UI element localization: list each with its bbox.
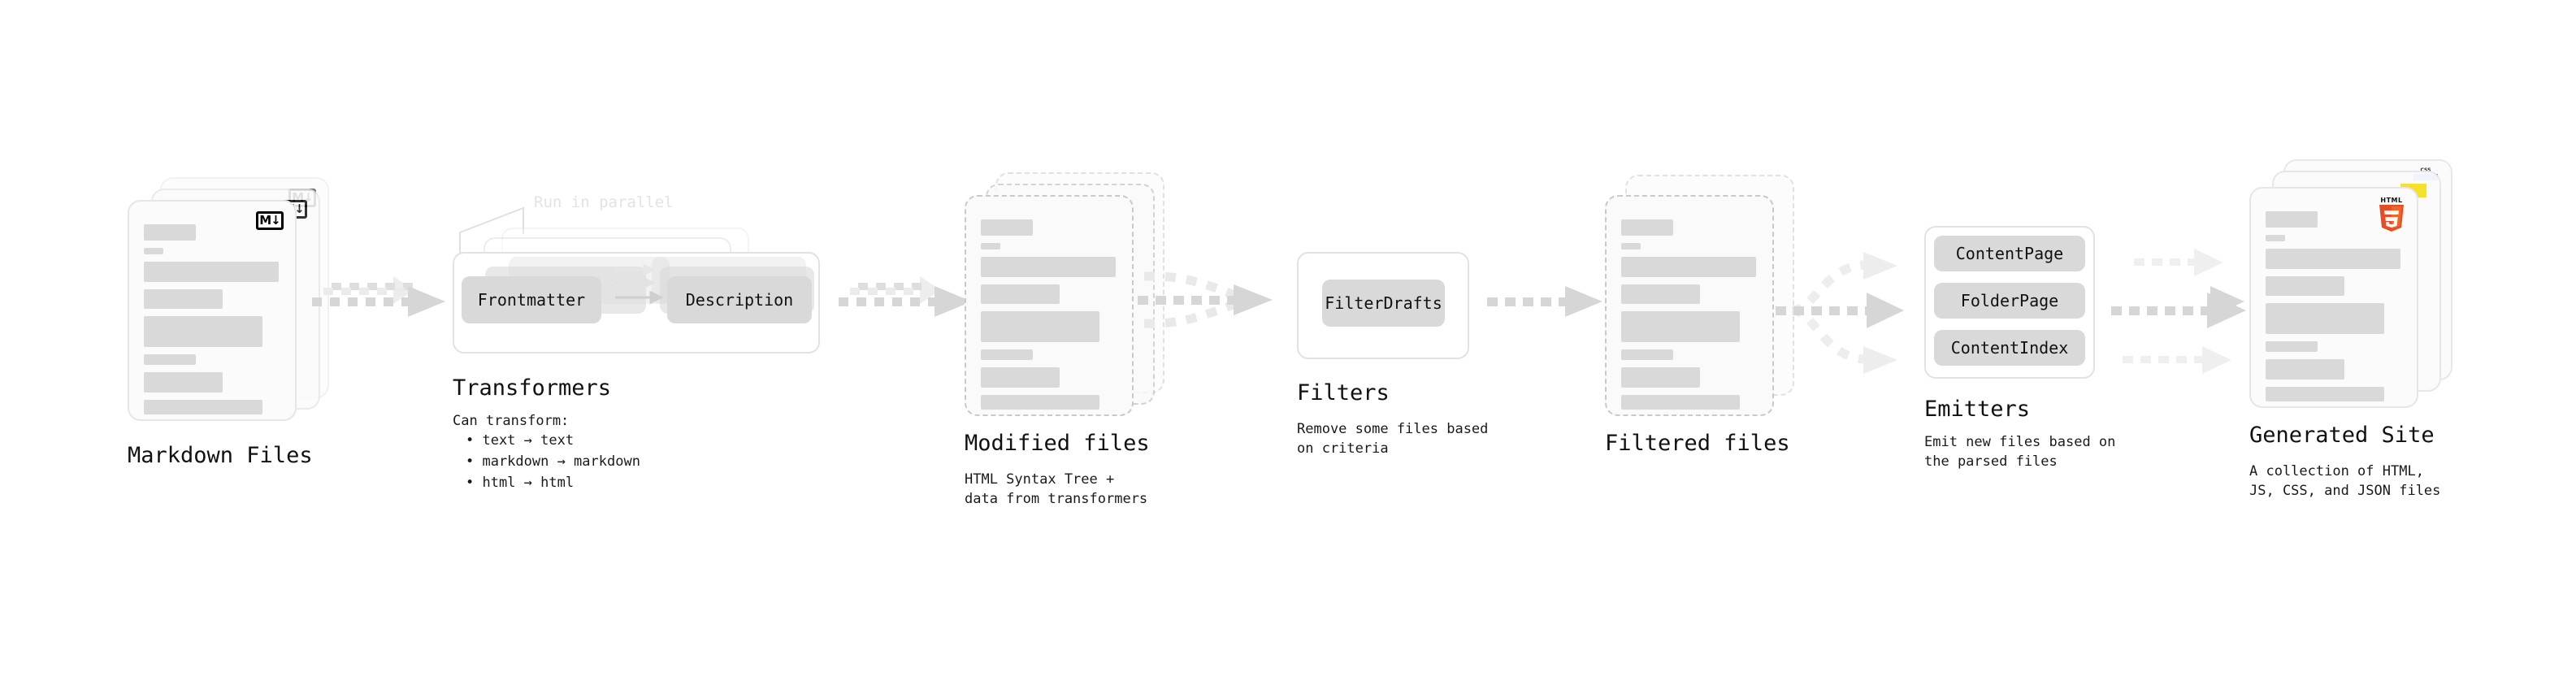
html5-badge-icon: HTML	[2378, 197, 2405, 232]
dotted-fanout-arrow-icon	[1776, 252, 1904, 374]
page-title-modified-files: Modified files	[965, 431, 1150, 456]
page-title-markdown-files: Markdown Files	[128, 443, 313, 468]
page-title-filters: Filters	[1297, 380, 1390, 406]
emitters-subtitle: Emit new files based on the parsed files	[1924, 434, 2116, 470]
filtered-card-front	[1605, 195, 1774, 416]
transformer-inner-arrows-icon	[615, 263, 664, 305]
document-placeholder-lines	[2266, 211, 2402, 401]
filters-subtitle: Remove some files based on criteria	[1297, 421, 1489, 457]
transformers-bullet-0: • text → text	[466, 432, 575, 449]
dotted-arrow-icon	[839, 276, 972, 317]
transformers-bullet-2: • html → html	[466, 475, 575, 491]
dotted-merge-arrow-icon	[1138, 271, 1273, 328]
transformers-bullet-1: • markdown → markdown	[466, 453, 640, 470]
chip-folderpage[interactable]: FolderPage	[1934, 283, 2085, 319]
chip-contentindex[interactable]: ContentIndex	[1934, 330, 2085, 366]
modified-card-front	[965, 195, 1134, 416]
document-placeholder-lines	[1621, 219, 1758, 410]
parallel-bracket-icon	[459, 206, 524, 255]
modified-files-subtitle: HTML Syntax Tree + data from transformer…	[965, 471, 1148, 507]
annotation-run-in-parallel: Run in parallel	[534, 193, 674, 211]
page-title-transformers: Transformers	[453, 375, 612, 401]
chip-contentpage[interactable]: ContentPage	[1934, 236, 2085, 271]
dotted-arrow-icon	[1487, 286, 1602, 317]
page-title-emitters: Emitters	[1924, 397, 2031, 422]
markdown-card-front: M↓	[128, 200, 297, 421]
generated-card-front: HTML	[2249, 187, 2418, 408]
page-title-generated-site: Generated Site	[2249, 423, 2435, 448]
document-placeholder-lines	[144, 224, 280, 414]
generated-site-subtitle: A collection of HTML, JS, CSS, and JSON …	[2249, 463, 2441, 499]
document-placeholder-lines	[981, 219, 1117, 410]
transformers-subtitle: Can transform:	[453, 413, 570, 429]
page-title-filtered-files: Filtered files	[1605, 431, 1790, 456]
chip-frontmatter[interactable]: Frontmatter	[462, 276, 601, 323]
markdown-badge-icon: M↓	[256, 211, 284, 230]
dotted-arrow-icon	[312, 276, 445, 317]
dotted-arrow-icon	[2210, 286, 2244, 317]
chip-filterdrafts[interactable]: FilterDrafts	[1322, 280, 1445, 327]
chip-description[interactable]: Description	[667, 276, 812, 323]
